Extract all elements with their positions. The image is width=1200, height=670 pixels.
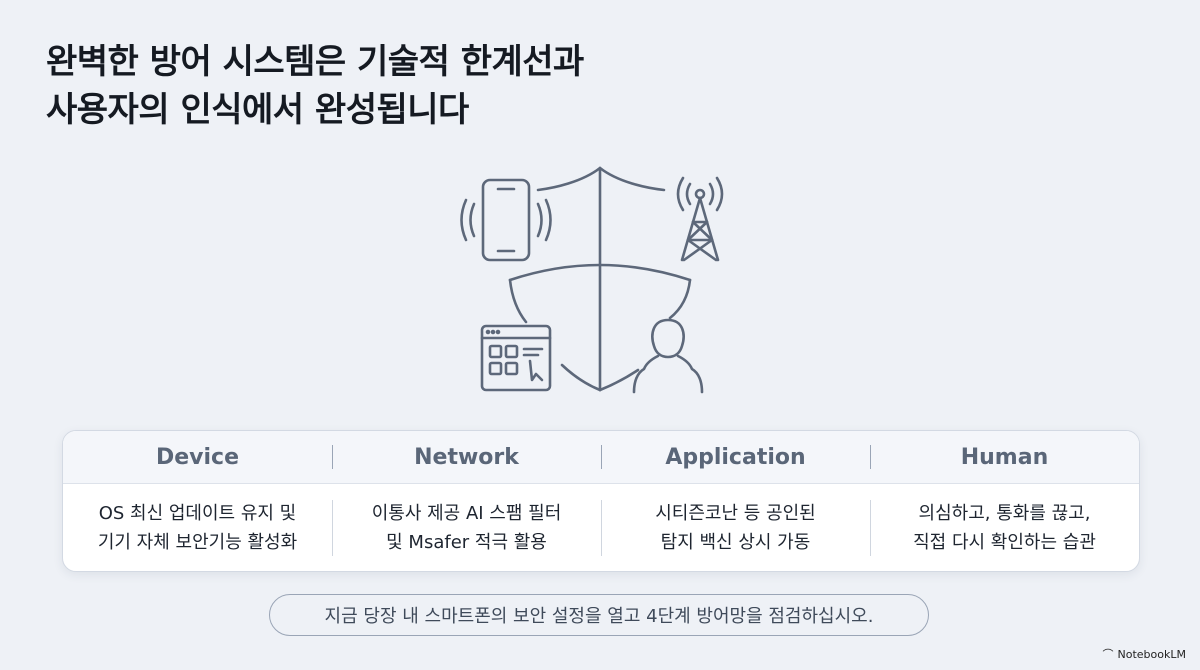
- layer-header-application: Application: [601, 431, 870, 483]
- cell-tower-icon: [676, 176, 724, 262]
- layers-description-row: OS 최신 업데이트 유지 및 기기 자체 보안기능 활성화 이통사 제공 AI…: [63, 484, 1139, 571]
- notebooklm-logo-icon: ⌒: [1102, 648, 1114, 661]
- defense-layers-table: Device Network Application Human OS 최신 업…: [62, 430, 1140, 572]
- layer-description: OS 최신 업데이트 유지 및 기기 자체 보안기능 활성화: [97, 502, 298, 553]
- brand-label: NotebookLM: [1117, 647, 1186, 661]
- title-line-2: 사용자의 인식에서 완성됩니다: [46, 90, 469, 130]
- layer-description: 시티즌코난 등 공인된 탐지 백신 상시 가동: [655, 502, 816, 553]
- layer-description: 의심하고, 통화를 끊고, 직접 다시 확인하는 습관: [913, 502, 1096, 553]
- layer-header-human: Human: [870, 431, 1139, 483]
- smartphone-icon: [460, 178, 552, 262]
- layer-name: Device: [155, 444, 240, 470]
- person-icon: [632, 318, 704, 394]
- layers-header-row: Device Network Application Human: [63, 431, 1139, 484]
- page-title: 완벽한 방어 시스템은 기술적 한계선과 사용자의 인식에서 완성됩니다: [46, 38, 584, 134]
- app-window-icon: [480, 324, 552, 392]
- layer-desc-network: 이통사 제공 AI 스팸 필터 및 Msafer 적극 활용: [332, 484, 601, 571]
- shield-illustration: [450, 160, 750, 400]
- layer-desc-human: 의심하고, 통화를 끊고, 직접 다시 확인하는 습관: [870, 484, 1139, 571]
- shield-outline: [508, 166, 692, 392]
- layer-header-device: Device: [63, 431, 332, 483]
- layer-name: Human: [960, 444, 1049, 470]
- call-to-action-pill: 지금 당장 내 스마트폰의 보안 설정을 열고 4단계 방어망을 점검하십시오.: [269, 594, 929, 636]
- layer-name: Network: [414, 444, 519, 470]
- brand-watermark: ⌒ NotebookLM: [1103, 646, 1186, 662]
- layer-description: 이통사 제공 AI 스팸 필터 및 Msafer 적극 활용: [371, 502, 562, 553]
- layer-desc-device: OS 최신 업데이트 유지 및 기기 자체 보안기능 활성화: [63, 484, 332, 571]
- layer-desc-application: 시티즌코난 등 공인된 탐지 백신 상시 가동: [601, 484, 870, 571]
- title-line-1: 완벽한 방어 시스템은 기술적 한계선과: [46, 42, 584, 82]
- layer-header-network: Network: [332, 431, 601, 483]
- layer-name: Application: [665, 444, 806, 470]
